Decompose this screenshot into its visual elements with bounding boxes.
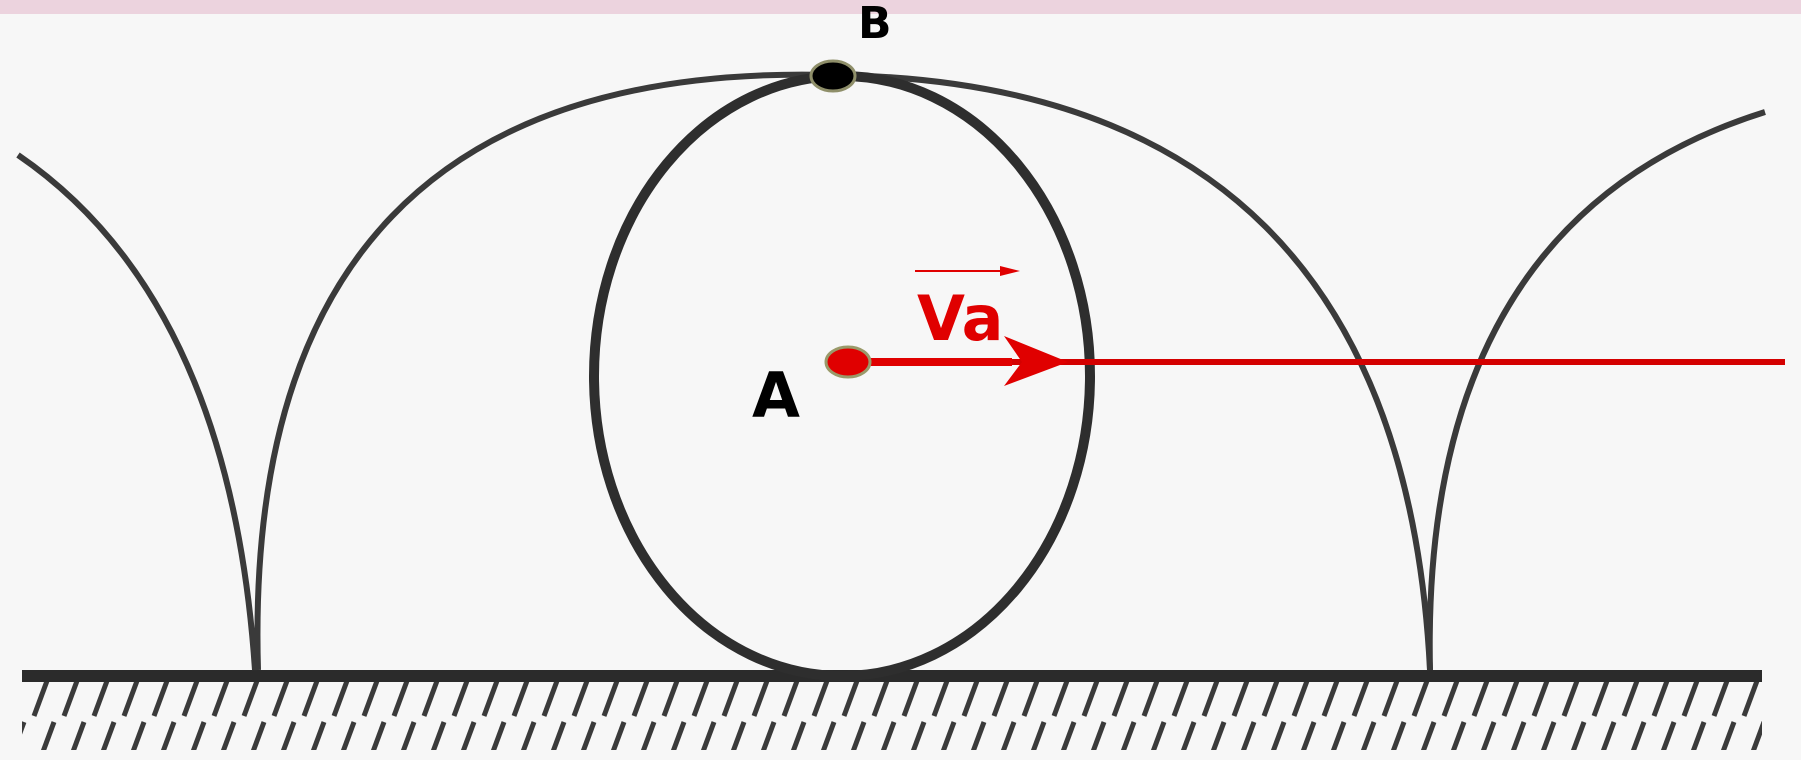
ground-hatching [22,680,1762,750]
cycloid-arc-left [16,152,258,671]
vector-overarrow-head [1000,266,1020,276]
velocity-arrowhead [1004,336,1068,386]
point-a-marker [824,345,872,379]
point-b-label: B [858,0,892,49]
point-b-marker [809,59,857,93]
header-band [0,0,1801,14]
point-a-label: A [752,359,800,432]
velocity-label: Va [917,282,1003,355]
cycloid-arc-right [1426,109,1766,671]
